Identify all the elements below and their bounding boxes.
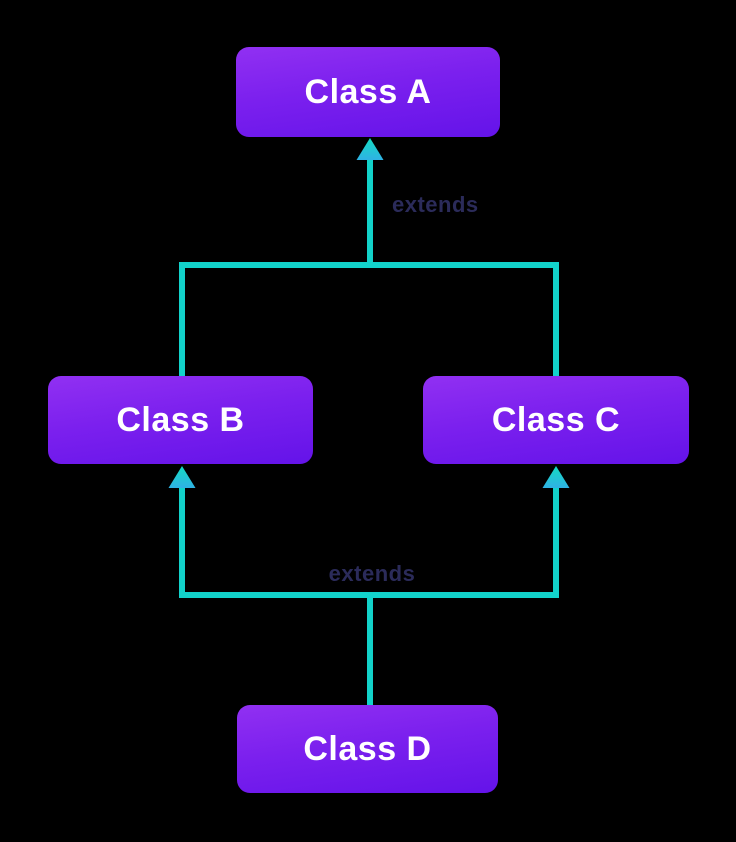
arrowhead-to-class-b-icon <box>168 466 196 488</box>
edge-label-extends-upper: extends <box>392 192 479 217</box>
node-class-a-label: Class A <box>304 72 432 111</box>
node-class-c-label: Class C <box>491 400 621 439</box>
node-class-d: Class D <box>237 705 498 793</box>
arrowhead-to-class-c-icon <box>542 466 570 488</box>
node-class-d-label: Class D <box>303 729 432 768</box>
node-class-b: Class B <box>48 376 313 464</box>
edge-label-extends-lower: extends <box>328 561 416 586</box>
node-class-c: Class C <box>423 376 689 464</box>
edge-bc-extends-a <box>179 138 559 376</box>
node-class-b-label: Class B <box>116 400 245 439</box>
edge-line-bc-branch <box>179 262 559 376</box>
edge-d-extends-bc <box>168 466 570 705</box>
arrowhead-to-class-a-icon <box>356 138 384 160</box>
node-class-a: Class A <box>236 47 500 137</box>
